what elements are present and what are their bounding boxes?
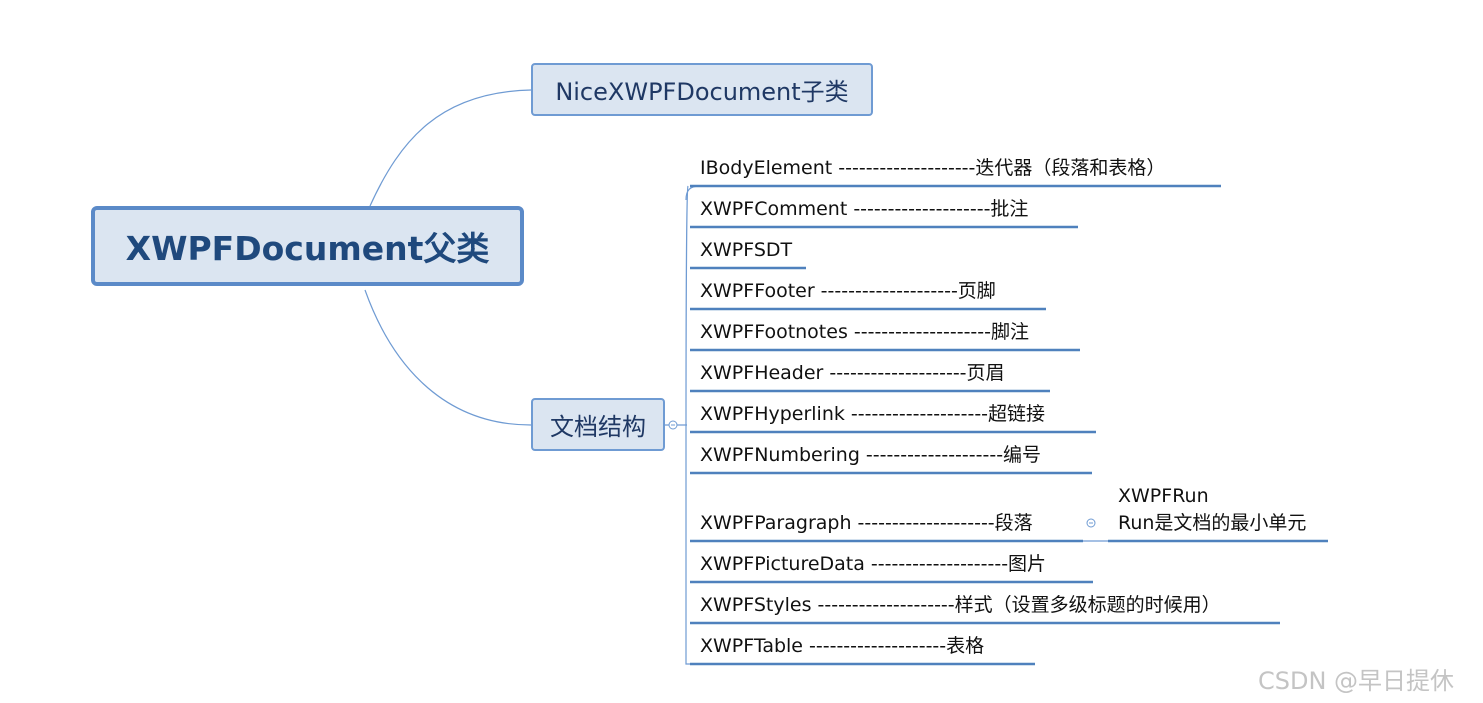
leaf-node-xwpfnumbering[interactable]: XWPFNumbering --------------------编号 bbox=[700, 444, 1042, 466]
sub-node-xwpfrun-desc: Run是文档的最小单元 bbox=[1118, 512, 1307, 534]
watermark: CSDN @早日提休 bbox=[1258, 667, 1455, 695]
connector-root-to-subclass bbox=[369, 89, 532, 207]
leaf-node-xwpfhyperlink[interactable]: XWPFHyperlink --------------------超链接 bbox=[700, 403, 1046, 425]
leaf-node-xwpfparagraph[interactable]: XWPFParagraph --------------------段落 bbox=[700, 512, 1033, 534]
connector-root-to-structure bbox=[364, 289, 532, 426]
branch-node-subclass[interactable]: NiceXWPFDocument子类 bbox=[531, 63, 873, 116]
root-node[interactable]: XWPFDocument父类 bbox=[91, 206, 524, 286]
leaf-node-xwpfcomment[interactable]: XWPFComment --------------------批注 bbox=[700, 198, 1029, 220]
leaf-node-ibodyelement[interactable]: IBodyElement --------------------迭代器（段落和… bbox=[700, 157, 1166, 179]
leaf-node-xwpftable[interactable]: XWPFTable --------------------表格 bbox=[700, 635, 985, 657]
leaf-node-xwpfheader[interactable]: XWPFHeader --------------------页眉 bbox=[700, 362, 1005, 384]
leaf-node-xwpfstyles[interactable]: XWPFStyles --------------------样式（设置多级标题… bbox=[700, 594, 1221, 616]
leaf-node-xwpffootnotes[interactable]: XWPFFootnotes --------------------脚注 bbox=[700, 321, 1030, 343]
leaf-node-xwpfpicturedata[interactable]: XWPFPictureData --------------------图片 bbox=[700, 553, 1047, 575]
leaf-node-xwpfsdt[interactable]: XWPFSDT bbox=[700, 239, 793, 261]
sub-node-xwpfrun-title[interactable]: XWPFRun bbox=[1118, 485, 1209, 507]
leaf-underlines bbox=[690, 184, 1328, 666]
leaf-node-xwpffooter[interactable]: XWPFFooter --------------------页脚 bbox=[700, 280, 996, 302]
branch-node-document-structure[interactable]: 文档结构 bbox=[531, 398, 665, 451]
